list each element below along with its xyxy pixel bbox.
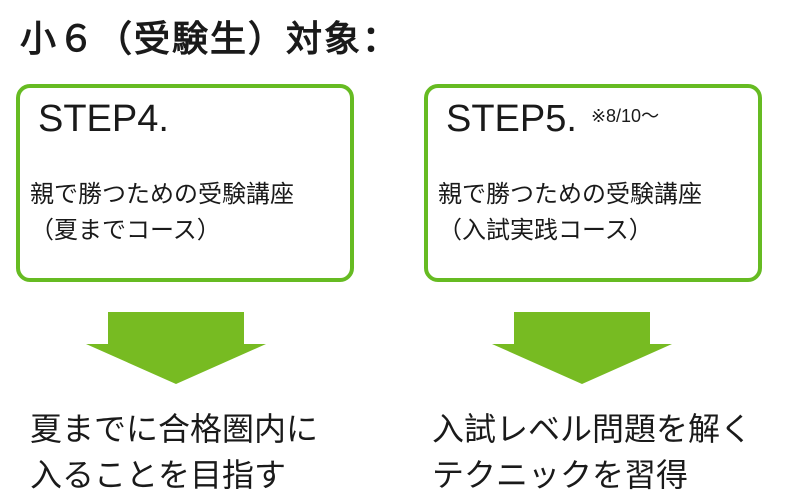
step4-goal-line2: 入ることを目指す (30, 456, 287, 494)
step4-card: STEP4. 親で勝つための受験講座 （夏までコース） (16, 84, 354, 282)
step5-goal-line2: テクニックを習得 (432, 456, 689, 494)
step4-course-subtitle: （夏までコース） (30, 216, 221, 244)
step5-card: STEP5. ※8/10～ 親で勝つための受験講座 （入試実践コース） (424, 84, 762, 282)
step5-course-name: 親で勝つための受験講座 (438, 180, 702, 208)
step4-label-text: STEP4. (38, 98, 169, 140)
down-arrow-shape (492, 312, 672, 384)
down-arrow-shape (86, 312, 266, 384)
step4-goal-line1: 夏までに合格圏内に (30, 410, 319, 448)
page-title: 小６（受験生）対象： (20, 19, 401, 60)
down-arrow-icon (86, 312, 266, 384)
step5-goal: 入試レベル問題を解く テクニックを習得 (432, 406, 752, 498)
step5-goal-line1: 入試レベル問題を解く (432, 410, 753, 448)
step5-label: STEP5. ※8/10～ (446, 98, 659, 141)
step4-label: STEP4. (38, 98, 169, 141)
down-arrow-icon (492, 312, 672, 384)
step5-date-note: ※8/10～ (590, 105, 660, 126)
step5-course-subtitle: （入試実践コース） (438, 216, 653, 244)
step4-goal: 夏までに合格圏内に 入ることを目指す (30, 406, 318, 498)
step5-label-text: STEP5. (446, 98, 577, 140)
step4-course-name: 親で勝つための受験講座 (30, 180, 294, 208)
